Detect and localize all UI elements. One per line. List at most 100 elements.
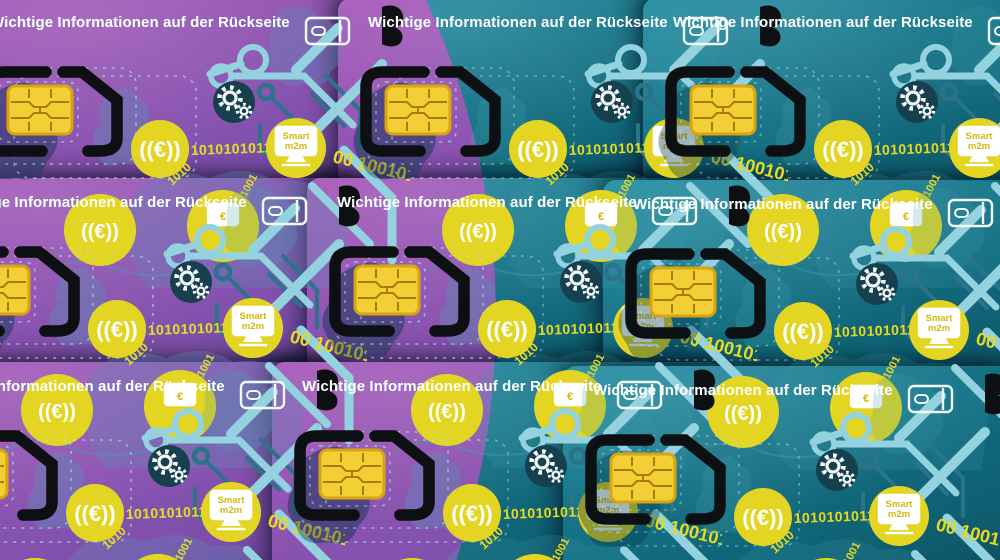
svg-text:((€)): ((€)) (782, 319, 824, 344)
smart-m2m-monitor-icon: Smart m2m (266, 118, 326, 178)
sim-card: Wichtige Informationen auf der Rückseite (603, 180, 1000, 470)
card-title: Wichtige Informationen auf der Rückseite (0, 14, 290, 31)
bottom-euro-badge: ((€)) (64, 194, 136, 266)
contactless-euro-icon: ((€)) (734, 488, 792, 546)
svg-text:((€)): ((€)) (486, 317, 528, 342)
logo-mark-icon (339, 185, 361, 227)
contactless-euro-icon: ((€)) (509, 120, 567, 178)
sim-outline (585, 434, 726, 525)
sim-chip (609, 452, 677, 504)
svg-text:€: € (567, 391, 573, 403)
binary-corner: 00 100101 (934, 514, 1000, 554)
sim-card-artwork: ((€)) 1010101011011 Smart m2m 00 100101 … (658, 6, 1000, 288)
svg-text:((€)): ((€)) (451, 501, 493, 526)
payment-monitor-icon: € (187, 190, 259, 262)
sim-chip (6, 84, 74, 136)
svg-text:Smart: Smart (886, 499, 914, 510)
sim-card-artwork: ((€)) 1010101011011 Smart m2m 00 100101 … (0, 369, 345, 560)
card-title: Wichtige Informationen auf der Rückseite (368, 14, 668, 31)
binary-corner: 00 100101 (974, 328, 1000, 368)
svg-text:m2m: m2m (242, 321, 264, 332)
sim-card-artwork: ((€)) 1010101011011 Smart m2m 00 100101 … (0, 5, 410, 288)
sim-outline (0, 430, 58, 521)
svg-text:((€)): ((€)) (428, 401, 466, 423)
logo-mark-icon (729, 185, 751, 227)
contactless-euro-icon: ((€)) (131, 120, 189, 178)
sim-card-icon (261, 196, 308, 226)
svg-text:€: € (220, 211, 226, 223)
smart-m2m-monitor-icon: Smart m2m (909, 300, 969, 360)
gear-icon (896, 81, 938, 123)
sim-card: Wichtige Informationen auf der Rückseite (643, 0, 1000, 288)
smart-m2m-monitor-icon: Smart m2m (201, 482, 261, 542)
contactless-euro-icon: ((€)) (814, 120, 872, 178)
gear-icon (591, 81, 633, 123)
sim-chip (384, 84, 452, 136)
bottom-euro-badge: ((€)) (747, 194, 819, 266)
contactless-euro-icon: ((€)) (774, 302, 832, 360)
sim-card-artwork: ((€)) 1010101011011 Smart m2m 00 100101 … (578, 373, 1000, 560)
card-title: Wichtige Informationen auf der Rückseite (0, 194, 247, 211)
circuit-trace-decoration (889, 41, 1000, 197)
svg-text:((€)): ((€)) (139, 137, 181, 162)
svg-text:€: € (863, 393, 869, 405)
sim-card: Wichtige Informationen auf der Rückseite (338, 0, 788, 288)
sim-card-icon (616, 380, 663, 410)
gear-icon (170, 261, 212, 303)
svg-text:Smart: Smart (240, 311, 268, 322)
dashed-outline-decoration (0, 247, 154, 359)
sim-outline (329, 246, 470, 337)
card-title: Wichtige Informationen auf der Rückseite (0, 194, 247, 211)
sim-card: Wichtige Informationen auf der Rückseite (0, 0, 410, 288)
gear-icon (148, 445, 190, 487)
bottom-euro-badge: ((€)) (411, 374, 483, 446)
svg-text:((€)): ((€)) (96, 317, 138, 342)
card-title: Wichtige Informationen auf der Rückseite (633, 196, 933, 213)
svg-text:((€)): ((€)) (74, 501, 116, 526)
svg-text:((€)): ((€)) (742, 505, 784, 530)
bottom-euro-badge: ((€)) (707, 376, 779, 448)
svg-text:((€)): ((€)) (764, 221, 802, 243)
logo-mark-icon (382, 5, 404, 47)
svg-text:((€)): ((€)) (517, 137, 559, 162)
svg-text:€: € (903, 211, 909, 223)
sim-outline (665, 66, 806, 157)
sim-outline (0, 246, 80, 337)
svg-text:Smart: Smart (966, 131, 994, 142)
sim-card: Wichtige Informationen auf der Rückseite (563, 366, 1000, 560)
card-title: Wichtige Informationen auf der Rückseite (0, 378, 225, 395)
card-title: Wichtige Informationen auf der Rückseite (337, 194, 637, 211)
svg-text:Smart: Smart (283, 131, 311, 142)
sim-card-artwork: ((€)) 1010101011011 Smart m2m 00 100101 … (0, 185, 367, 468)
smart-m2m-monitor-icon: Smart m2m (223, 298, 283, 358)
card-title: Wichtige Informationen auf der Rückseite (593, 382, 893, 399)
svg-text:m2m: m2m (220, 505, 242, 516)
payment-monitor-icon: € (515, 554, 555, 560)
svg-text:m2m: m2m (285, 141, 307, 152)
card-title: Wichtige Informationen auf der Rückseite (302, 378, 602, 395)
sim-outline (625, 248, 766, 339)
sim-chip (649, 266, 717, 318)
svg-text:m2m: m2m (928, 323, 950, 334)
bottom-euro-badge: ((€)) (21, 374, 93, 446)
sim-card: Wichtige Informationen auf der Rückseite (0, 178, 367, 468)
smart-m2m-monitor-icon: Smart m2m (869, 486, 929, 546)
contactless-euro-icon: ((€)) (88, 300, 146, 358)
logo-mark-icon (985, 373, 1000, 415)
svg-text:Smart: Smart (218, 495, 246, 506)
sim-card-icon (907, 384, 954, 414)
card-title: Wichtige Informationen auf der Rückseite (0, 14, 290, 31)
gear-icon (856, 263, 898, 305)
payment-monitor-icon: € (830, 372, 902, 444)
logo-mark-icon (694, 369, 716, 411)
sim-card-icon (682, 16, 729, 46)
gear-icon (816, 449, 858, 491)
svg-text:((€)): ((€)) (38, 401, 76, 423)
sim-outline (0, 66, 123, 157)
sim-card: Wichtige Informationen auf der Rückseite (0, 362, 345, 560)
gear-icon (525, 445, 567, 487)
svg-text:€: € (177, 391, 183, 403)
svg-text:Smart: Smart (595, 495, 623, 506)
svg-text:m2m: m2m (968, 141, 990, 152)
